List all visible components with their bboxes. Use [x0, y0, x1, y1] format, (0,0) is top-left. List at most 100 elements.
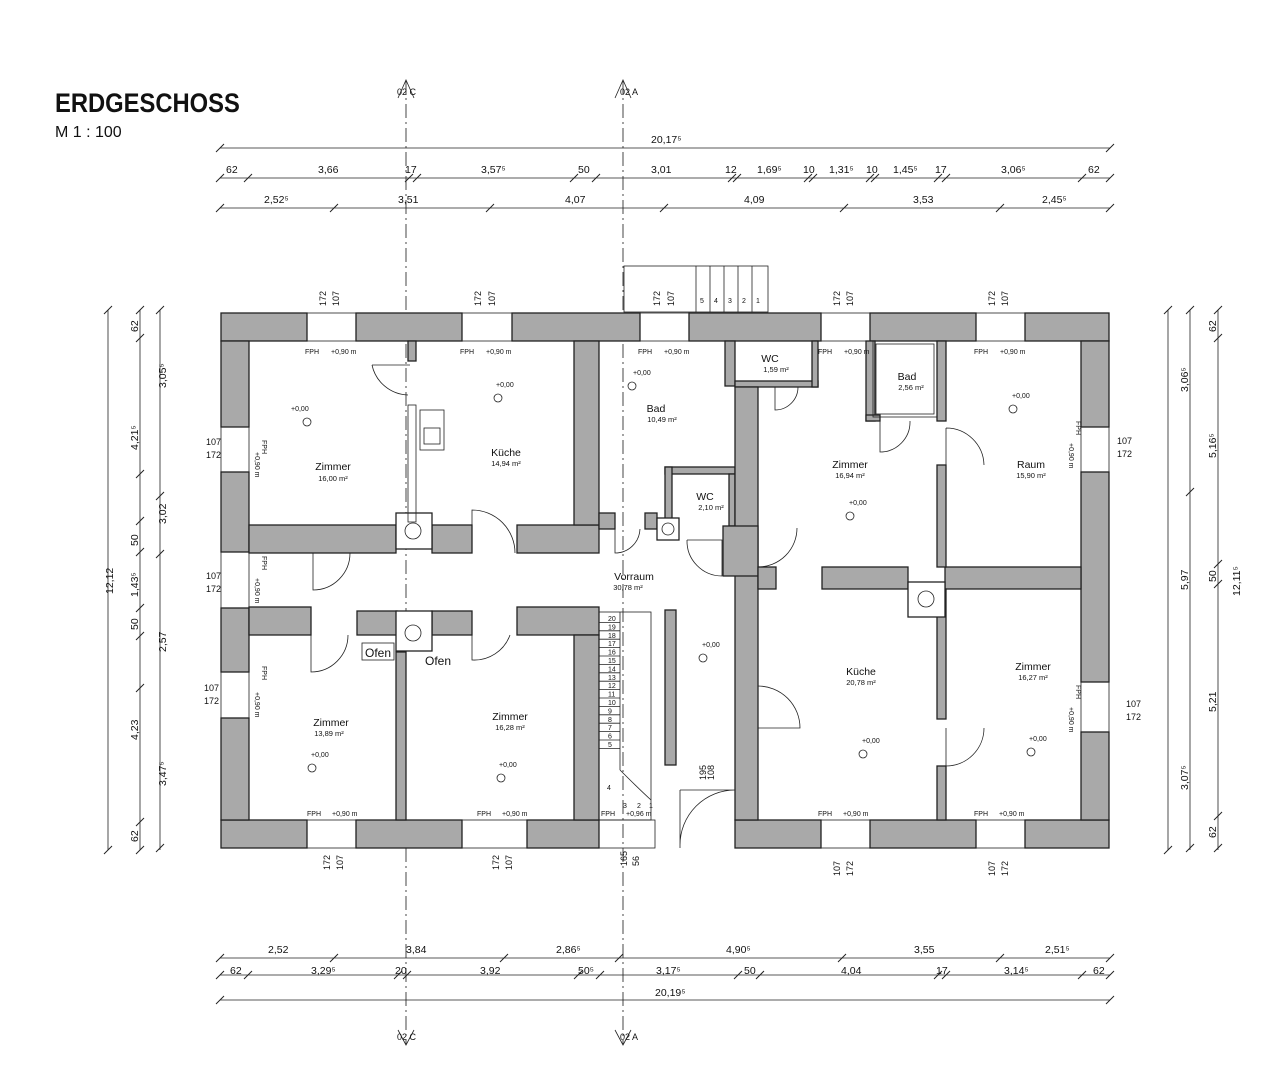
- svg-text:FPH: FPH: [460, 349, 474, 356]
- room-area: 10,49 m²: [647, 415, 677, 424]
- svg-text:FPH: FPH: [601, 811, 615, 818]
- svg-text:+0,00: +0,00: [496, 382, 514, 389]
- svg-text:172: 172: [987, 291, 997, 306]
- dim: 1,43⁵: [129, 572, 141, 597]
- room-name: Zimmer: [832, 459, 868, 471]
- stair-step-number: 19: [608, 624, 616, 631]
- scale-label: M 1 : 100: [55, 124, 122, 141]
- side-window-labels: FPH +0,90 m FPH +0,90 m FPH +0,90 m FPH …: [253, 421, 1081, 733]
- stair-step-number: 10: [608, 700, 616, 707]
- dim: 62: [226, 164, 238, 176]
- dim: 3,01: [651, 164, 672, 176]
- section-label-a-bottom: 02 A: [620, 1032, 638, 1042]
- svg-text:172: 172: [832, 291, 842, 306]
- svg-text:+0,90 m: +0,90 m: [844, 349, 870, 356]
- svg-text:+0,00: +0,00: [862, 738, 880, 745]
- dim: 1,69⁵: [757, 164, 782, 176]
- windows: [220, 312, 1110, 849]
- dim: 50: [129, 618, 141, 630]
- right-overall-dim: 12,11⁵: [1231, 566, 1243, 596]
- svg-text:+0,90 m: +0,90 m: [1067, 707, 1074, 733]
- dim: 62: [1207, 826, 1219, 838]
- section-label-c-top: 02 C: [397, 87, 417, 97]
- svg-text:107: 107: [204, 683, 219, 693]
- dim: 1,45⁵: [893, 164, 918, 176]
- dim: 3,17⁵: [656, 965, 681, 977]
- room-name: Zimmer: [1015, 661, 1051, 673]
- dim: 3,14⁵: [1004, 965, 1029, 977]
- svg-text:FPH: FPH: [1074, 685, 1081, 699]
- dim: 3,47⁵: [157, 761, 169, 786]
- top-overall-dim: 20,17⁵: [651, 134, 682, 146]
- stair-step-number: 11: [608, 692, 615, 699]
- svg-text:FPH: FPH: [307, 811, 321, 818]
- svg-text:172: 172: [1117, 449, 1132, 459]
- top-dimensions: 20,17⁵ 62 3,66 17 3,57⁵ 50 3,01 12 1,69⁵…: [215, 134, 1115, 213]
- dim: 2,86⁵: [556, 944, 581, 956]
- page-title: ERDGESCHOSS: [55, 88, 240, 118]
- window-labels: FPH+0,90 m FPH+0,90 m FPH+0,90 m FPH+0,9…: [305, 349, 1026, 818]
- dim: 2,52⁵: [264, 194, 289, 206]
- svg-text:+0,00: +0,00: [311, 752, 329, 759]
- svg-text:172: 172: [491, 855, 501, 870]
- room-area: 16,94 m²: [835, 471, 865, 480]
- svg-text:165: 165: [619, 851, 629, 866]
- dim: 5,97: [1179, 569, 1191, 590]
- dim: 3,51: [398, 194, 419, 206]
- svg-text:FPH: FPH: [818, 811, 832, 818]
- dim: 3,84: [406, 944, 427, 956]
- svg-text:107: 107: [206, 437, 221, 447]
- room-name: Küche: [846, 666, 876, 678]
- dim: 4,04: [841, 965, 862, 977]
- svg-text:172: 172: [322, 855, 332, 870]
- svg-text:+0,90 m: +0,90 m: [664, 349, 690, 356]
- room-area: 15,90 m²: [1016, 471, 1046, 480]
- stair-step-number: 12: [608, 683, 616, 690]
- svg-text:172: 172: [473, 291, 483, 306]
- room-area: 16,00 m²: [318, 474, 348, 483]
- entry-steps: 5 4 3 2 1: [623, 265, 769, 313]
- svg-text:172: 172: [206, 584, 221, 594]
- dim: 17: [936, 965, 948, 977]
- svg-text:5: 5: [700, 298, 704, 305]
- dim: 5,21: [1207, 691, 1219, 712]
- room-area: 16,27 m²: [1018, 673, 1048, 682]
- svg-text:107: 107: [832, 861, 842, 876]
- svg-text:4: 4: [714, 298, 718, 305]
- dim: 3,55: [914, 944, 935, 956]
- left-dimensions: 12,12 62 3,05⁵ 3,02 50 2,57 50 4,23 3,47…: [103, 305, 169, 855]
- svg-text:+0,00: +0,00: [291, 406, 309, 413]
- svg-text:FPH: FPH: [1074, 421, 1081, 435]
- svg-text:107: 107: [206, 571, 221, 581]
- dim: 62: [230, 965, 242, 977]
- level-markers: +0,00 +0,00 +0,00 +0,00 +0,00 +0,00 +0,0…: [291, 370, 1047, 783]
- dim: 4,09: [744, 194, 765, 206]
- svg-text:107: 107: [1117, 436, 1132, 446]
- dim: 4,90⁵: [726, 944, 751, 956]
- dim: 50⁵: [578, 965, 594, 977]
- section-axes: 02 C 02 A 02 C 02 A: [397, 79, 638, 1046]
- bottom-overall-dim: 20,19⁵: [655, 987, 686, 999]
- svg-text:107: 107: [504, 855, 514, 870]
- dim: 62: [129, 320, 141, 332]
- svg-text:107: 107: [666, 291, 676, 306]
- svg-text:+0,00: +0,00: [849, 500, 867, 507]
- stair-step-number: 7: [608, 725, 612, 732]
- dim: 3,02: [157, 503, 169, 524]
- dim: 3,57⁵: [481, 164, 506, 176]
- stair-step-number: 9: [608, 708, 612, 715]
- svg-text:56: 56: [631, 856, 641, 866]
- room-name: WC: [696, 491, 714, 503]
- dim: 3,66: [318, 164, 339, 176]
- right-dimensions: 12,11⁵ 62 3,06⁵ 50 5,21 3,07⁵ 62 5,16⁵ 5…: [1163, 305, 1243, 855]
- dim: 3,05⁵: [157, 363, 169, 388]
- dim: 5,16⁵: [1207, 433, 1219, 458]
- stair-step-number: 8: [608, 717, 612, 724]
- svg-text:FPH: FPH: [974, 349, 988, 356]
- svg-text:+0,90 m: +0,90 m: [331, 349, 357, 356]
- dim: 62: [1093, 965, 1105, 977]
- ofen-label: Ofen: [365, 646, 391, 660]
- dim: 2,51⁵: [1045, 944, 1070, 956]
